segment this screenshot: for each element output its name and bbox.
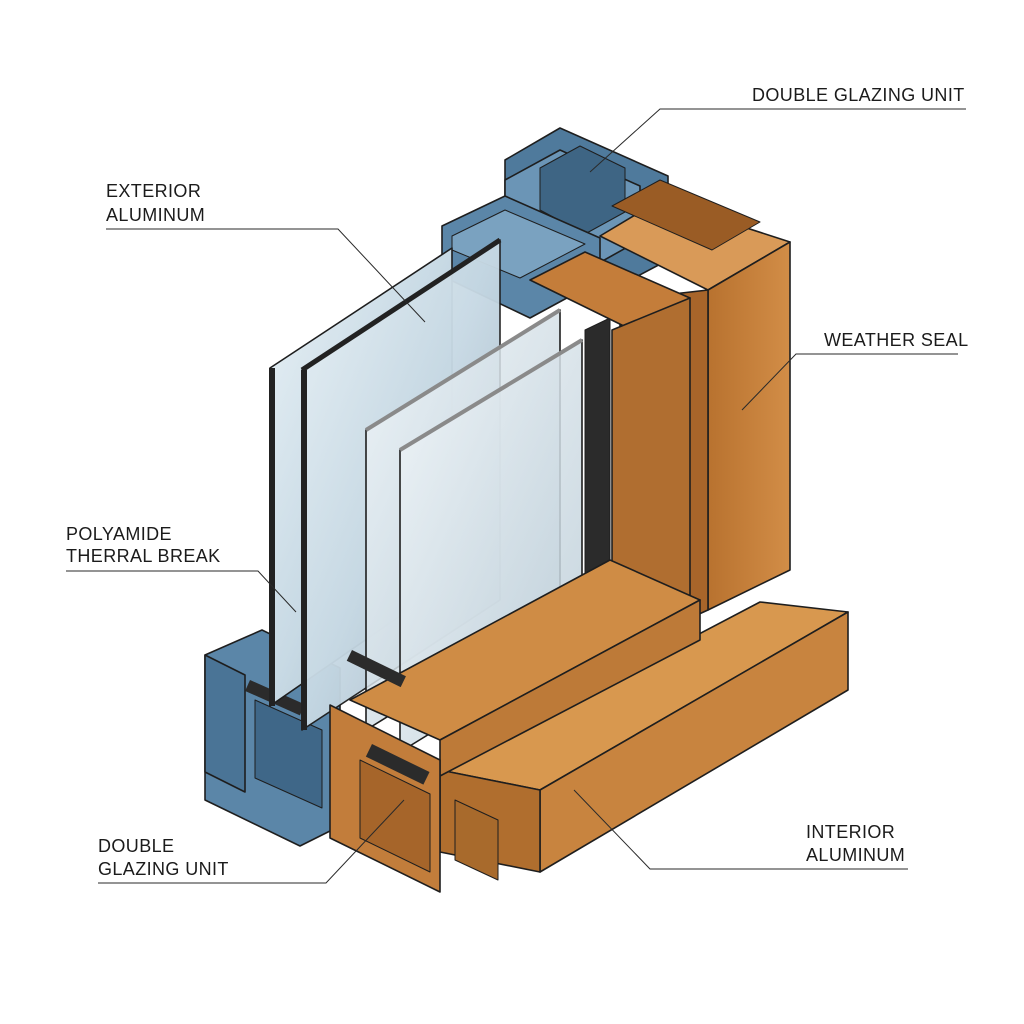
interior-bottom-gasket (365, 744, 430, 785)
glass-top-edge (300, 237, 502, 373)
leader-double-glazing-bottom (98, 799, 405, 884)
interior-vertical-chamber (611, 179, 761, 251)
glass-inner-edge (398, 338, 584, 452)
callouts: DOUBLE GLAZING UNIT EXTERIOR ALUMINUM WE… (66, 85, 969, 884)
label-polyamide-2: THERRAL BREAK (66, 546, 221, 566)
label-double-glazing-top: DOUBLE GLAZING UNIT (752, 85, 965, 105)
leader-double-glazing-top (589, 108, 966, 173)
label-double-glazing-bottom-2: GLAZING UNIT (98, 859, 229, 879)
label-interior-aluminum-2: ALUMINUM (806, 845, 905, 865)
label-weather-seal: WEATHER SEAL (824, 330, 969, 350)
interior-top-gasket (346, 650, 406, 688)
label-exterior-aluminum-1: EXTERIOR (106, 181, 201, 201)
leader-interior-aluminum (573, 789, 908, 870)
leader-weather-seal (741, 353, 958, 411)
exterior-bottom-profile-face (204, 654, 246, 793)
leader-polyamide (66, 570, 297, 613)
label-polyamide-1: POLYAMIDE (66, 524, 172, 544)
label-interior-aluminum-1: INTERIOR (806, 822, 895, 842)
interior-bottom-profile-chamber-1 (359, 759, 431, 873)
leader-exterior-aluminum (106, 228, 426, 323)
interior-vertical-front (707, 241, 791, 611)
interior-bottom-profile-chamber-2 (454, 799, 499, 881)
label-exterior-aluminum-2: ALUMINUM (106, 205, 205, 225)
label-double-glazing-bottom-1: DOUBLE (98, 836, 174, 856)
interior-aluminum-frame (329, 179, 849, 893)
glass-inner-edge-2 (364, 308, 562, 432)
